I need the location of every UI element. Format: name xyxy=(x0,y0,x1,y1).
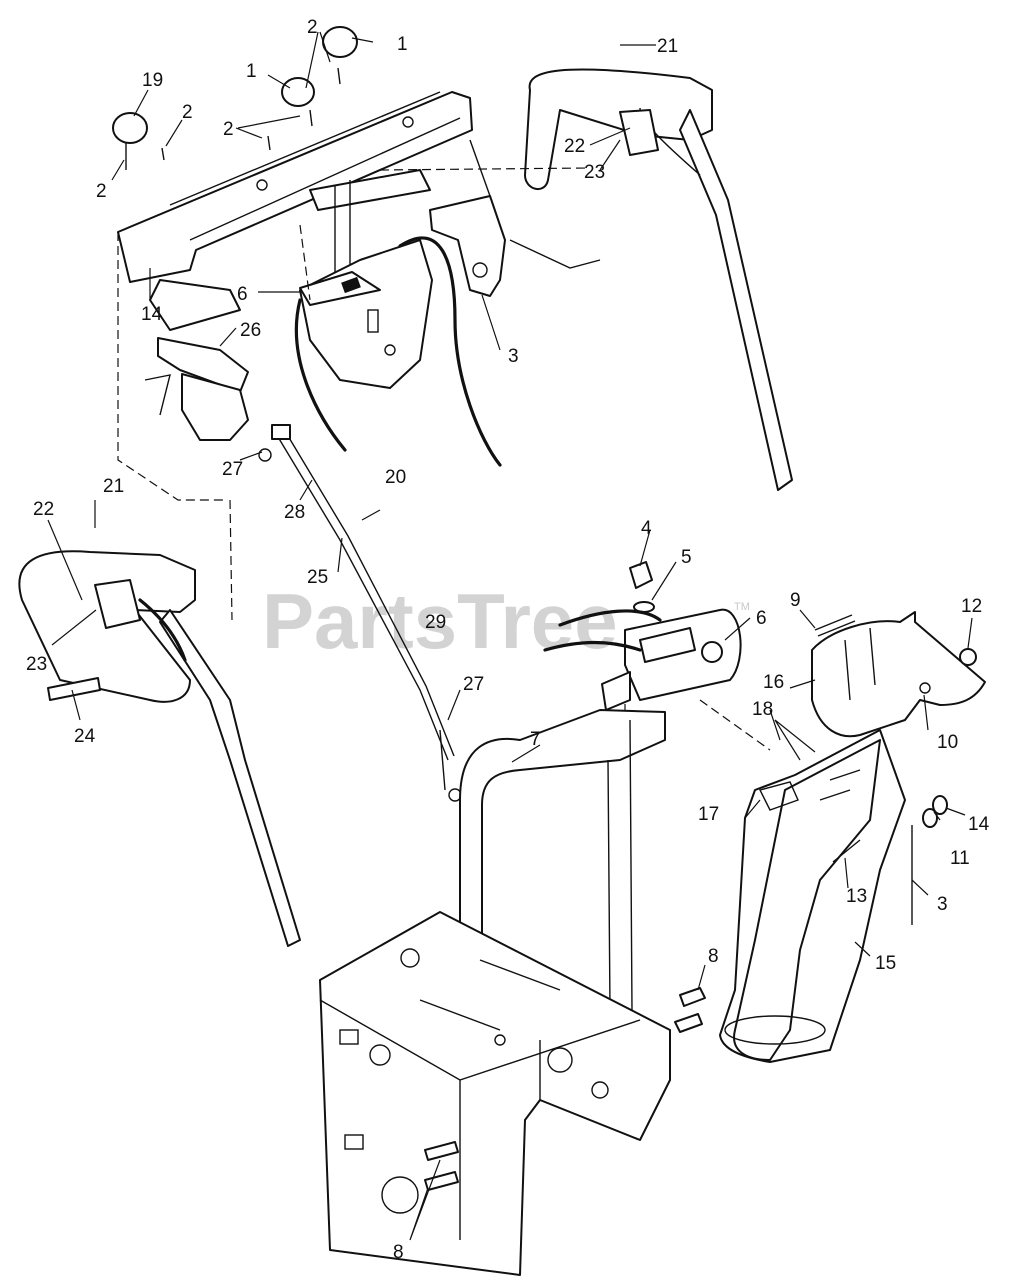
callout-label: 13 xyxy=(846,886,867,907)
callout-label: 1 xyxy=(246,61,257,82)
callout-label: 22 xyxy=(33,499,54,520)
leader-lines xyxy=(47,31,973,1241)
dash-panel-assembly xyxy=(112,26,473,331)
callout-label: 28 xyxy=(284,502,305,523)
chute-crank-rod xyxy=(258,424,462,802)
callout-label: 8 xyxy=(393,1242,404,1263)
drive-control-bracket xyxy=(429,139,601,297)
callout-label: 23 xyxy=(26,654,47,675)
callout-label: 2 xyxy=(182,102,193,123)
callout-label: 8 xyxy=(708,946,719,967)
shift-lever-upper xyxy=(299,239,433,389)
chute-deflector xyxy=(811,611,986,738)
callout-label: 12 xyxy=(961,596,982,617)
shift-lever-lower xyxy=(543,608,742,711)
callout-label: 19 xyxy=(142,70,163,91)
callout-label: 14 xyxy=(968,814,990,835)
handle-right-upper xyxy=(524,68,793,491)
callout-label: 16 xyxy=(763,672,784,693)
callout-label: 27 xyxy=(463,674,484,695)
callout-label: 15 xyxy=(875,953,896,974)
callout-label: 29 xyxy=(425,612,446,633)
callout-label: 17 xyxy=(698,804,719,825)
callout-label: 2 xyxy=(223,119,234,140)
callout-label: 1 xyxy=(397,34,408,55)
callout-label: 2 xyxy=(96,181,107,202)
callout-label: 21 xyxy=(657,36,678,57)
shift-cable xyxy=(294,236,502,467)
handle-left-lower xyxy=(18,550,301,947)
callout-label: 23 xyxy=(584,162,605,183)
callout-label: 27 xyxy=(222,459,243,480)
nut-washer xyxy=(629,561,655,613)
callout-label: 6 xyxy=(237,284,248,305)
callout-label: 20 xyxy=(385,467,406,488)
callout-label: 4 xyxy=(641,518,652,539)
callout-label: 11 xyxy=(950,848,970,869)
callout-label: 25 xyxy=(307,567,328,588)
callout-label: 3 xyxy=(937,894,948,915)
callout-label: 5 xyxy=(681,547,692,568)
callout-label: 24 xyxy=(74,726,96,747)
callout-label: 2 xyxy=(307,17,318,38)
callout-label: 10 xyxy=(937,732,958,753)
callout-label: 18 xyxy=(752,699,773,720)
watermark-trademark: TM xyxy=(734,601,750,613)
callout-label: 14 xyxy=(141,304,163,325)
washer-nut-right xyxy=(922,795,948,828)
auger-housing xyxy=(319,911,706,1276)
callout-label: 3 xyxy=(508,346,519,367)
callout-label: 9 xyxy=(790,590,801,611)
callout-label: 21 xyxy=(103,476,124,497)
callout-label: 22 xyxy=(564,136,585,157)
callout-label: 7 xyxy=(530,729,541,750)
callout-labels: 1 1 2 2 2 2 3 3 4 5 6 6 7 8 8 9 10 11 12… xyxy=(26,17,990,1263)
discharge-chute xyxy=(719,729,913,1063)
chute-crank-bracket xyxy=(144,337,249,441)
callout-label: 6 xyxy=(756,608,767,629)
watermark-brand: PartsTree xyxy=(262,577,618,665)
callout-label: 26 xyxy=(240,320,261,341)
